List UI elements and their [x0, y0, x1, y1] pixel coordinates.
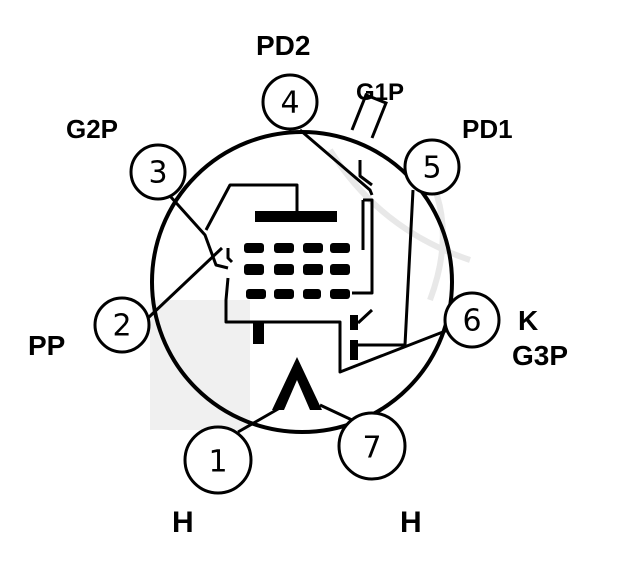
pin-7-number: 7 [362, 431, 381, 466]
pin-4-number: 4 [280, 86, 299, 121]
pin-1-number: 1 [208, 445, 227, 480]
cathode-electrodes [253, 315, 358, 360]
pin-1-label: H [172, 506, 194, 539]
pin-3-circle [129, 143, 187, 201]
pin-3-label: G2P [66, 114, 118, 144]
g1p-label: G1P [356, 79, 404, 106]
g3p-label: G3P [512, 340, 568, 371]
pin-6-circle [443, 291, 501, 349]
top-cap [350, 93, 388, 139]
pin-3-number: 3 [148, 156, 167, 191]
pin-2-circle [93, 296, 151, 354]
pin-6-number: 6 [462, 304, 481, 339]
pin-5-circle [403, 138, 461, 196]
grid-electrodes [244, 243, 350, 299]
pin-5-number: 5 [422, 151, 441, 186]
pin-7-label: H [400, 506, 422, 539]
pin-4-circle [261, 73, 319, 131]
pin-circles [93, 73, 501, 495]
pin-2-number: 2 [112, 309, 131, 344]
heater-filament [272, 357, 322, 410]
pin-6-label: K [518, 305, 538, 336]
wiring [146, 128, 449, 434]
pin-2-label: PP [28, 330, 65, 361]
pin-4-label: PD2 [256, 30, 310, 61]
pin-5-label: PD1 [462, 114, 513, 144]
plate-electrode [255, 211, 337, 222]
pin-1-circle [183, 425, 253, 495]
pin-7-circle [337, 411, 407, 481]
